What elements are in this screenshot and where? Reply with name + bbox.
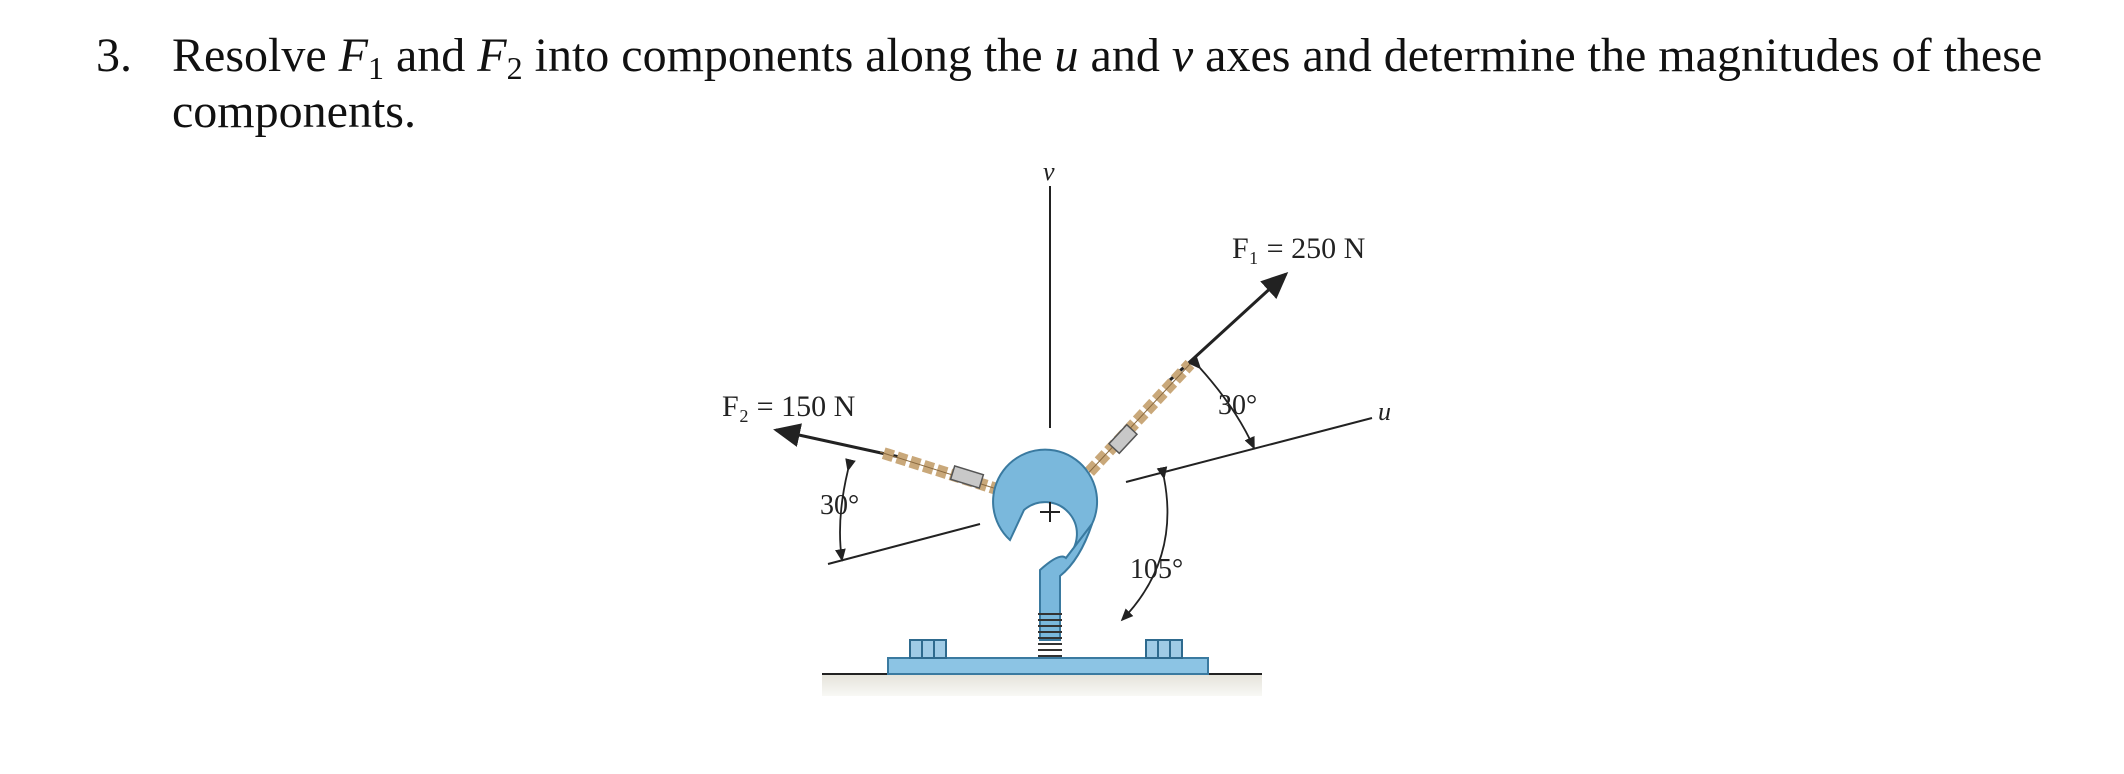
f1-angle-label: 30° [1218, 390, 1257, 421]
f1-label: F₁ = 250 N [1232, 232, 1365, 265]
f1-symbol: F [338, 29, 368, 82]
f2-angle-label: 30° [820, 490, 859, 521]
v-symbol: v [1171, 29, 1194, 82]
f2-label: F₂ = 150 N [722, 390, 855, 423]
u-axis-label: u [1378, 397, 1391, 426]
hook-stem [1039, 523, 1093, 641]
u-symbol: u [1054, 29, 1079, 82]
ground-shadow [822, 674, 1262, 696]
f1-clamp [1107, 423, 1139, 455]
f2-reference-line [827, 523, 981, 565]
base-plate [887, 657, 1209, 675]
f2-symbol: F [477, 29, 507, 82]
right-bolt [1145, 639, 1183, 659]
f2-angle-arc [835, 458, 856, 562]
center-mark [1040, 502, 1060, 522]
uv-angle-label: 105° [1130, 554, 1183, 585]
uv-angle-arc [1120, 466, 1169, 622]
v-axis-label: v [1043, 157, 1055, 186]
problem-text: Resolve F1 and F2 into components along … [172, 29, 2043, 138]
f1-angle-arc [1188, 356, 1255, 450]
f2-clamp [949, 464, 985, 490]
left-bolt [909, 639, 947, 659]
hook-eye [992, 448, 1099, 559]
problem-number: 3. [96, 29, 132, 82]
hook-threads [1038, 613, 1062, 657]
u-axis [1125, 417, 1373, 483]
